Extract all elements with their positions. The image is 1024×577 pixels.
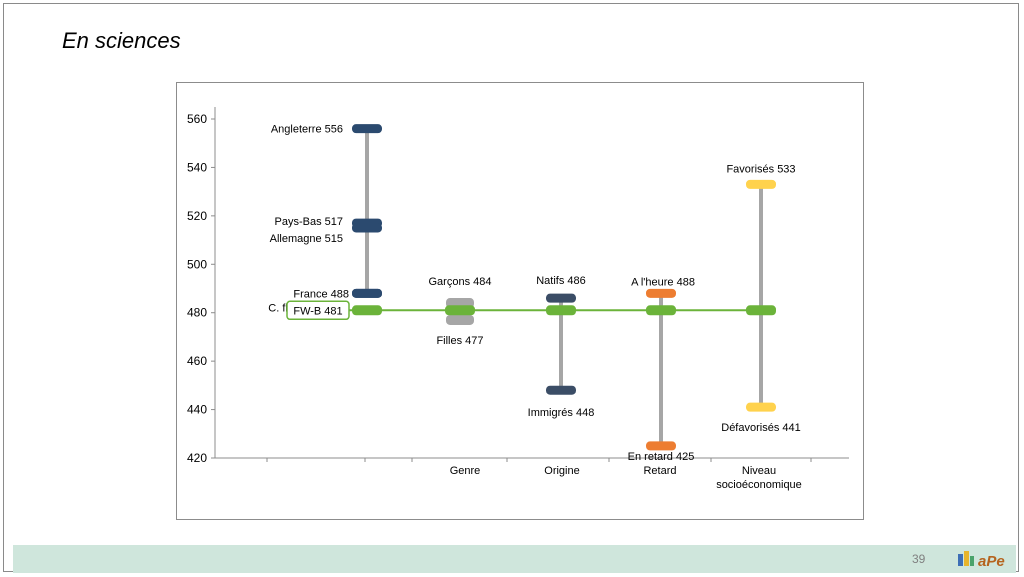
reference-label-box [286, 300, 350, 321]
data-label: Favorisés 533 [726, 163, 795, 175]
data-label: Garçons 484 [429, 276, 492, 288]
reference-marker [445, 305, 475, 316]
data-marker [646, 288, 676, 298]
page-number: 39 [912, 552, 926, 566]
y-tick-label: 420 [187, 451, 207, 465]
data-label: A l'heure 488 [631, 276, 695, 288]
reference-marker [746, 305, 776, 316]
y-tick-label: 500 [187, 257, 207, 271]
y-tick-label: 560 [187, 112, 207, 126]
reference-marker [546, 305, 576, 316]
footer-band [13, 545, 1016, 573]
data-marker [746, 179, 776, 189]
data-marker [546, 385, 576, 395]
data-label: France 488 [293, 288, 349, 300]
category-label: Niveau [742, 465, 776, 477]
y-tick-label: 480 [187, 306, 207, 320]
y-tick-label: 460 [187, 354, 207, 368]
category-label: Genre [450, 465, 481, 477]
y-tick-label: 520 [187, 209, 207, 223]
data-label: Filles 477 [436, 335, 483, 347]
data-marker [746, 402, 776, 412]
data-marker [352, 288, 382, 298]
data-marker [446, 314, 474, 325]
ape-logo-text: aPe [978, 553, 1005, 570]
category-label: socioéconomique [716, 479, 802, 491]
data-label: Allemagne 515 [270, 233, 343, 245]
reference-marker [646, 305, 676, 316]
category-label: Origine [544, 465, 579, 477]
data-marker [546, 293, 576, 303]
university-logo-icon [958, 551, 974, 566]
data-marker [646, 441, 676, 451]
reference-label: FW-B 481 [293, 305, 342, 317]
reference-marker [352, 305, 382, 316]
data-label: Angleterre 556 [271, 124, 343, 136]
data-marker [352, 124, 382, 134]
y-tick-label: 440 [187, 403, 207, 417]
data-label: Défavorisés 441 [721, 422, 801, 434]
data-label: Natifs 486 [536, 275, 586, 287]
data-label: Immigrés 448 [528, 407, 595, 419]
logo-area: aPe [956, 548, 1006, 572]
slide-title: En sciences [62, 28, 181, 53]
y-tick-label: 540 [187, 160, 207, 174]
data-label: Pays-Bas 517 [275, 216, 343, 228]
data-label: En retard 425 [628, 451, 695, 463]
data-marker [352, 223, 382, 233]
category-label: Retard [643, 465, 676, 477]
